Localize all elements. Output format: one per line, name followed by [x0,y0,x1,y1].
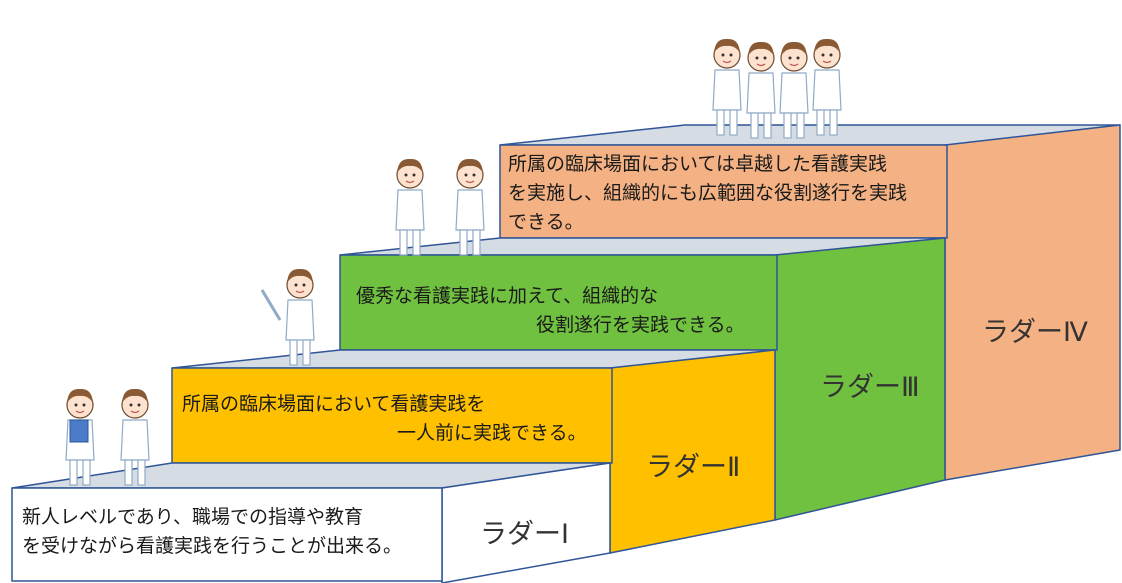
ladder2-description: 所属の臨床場面において看護実践を 一人前に実践できる。 [182,393,587,444]
ladder3-text-band [339,254,778,351]
staircase [11,124,1121,583]
ladder2-label: ラダーⅡ [646,452,741,483]
ladder4-side-block [944,124,1121,481]
ladder2-text-band [171,367,613,464]
ladder4-text-band [499,144,948,239]
nursing-team-icon [712,38,842,139]
ladder1-description: 新人レベルであり、職場での指導や教育 を受けながら看護実践を行うことが出来る。 [22,506,403,557]
nurse-pair-icon [65,388,150,486]
nurse-with-syringe-icon [260,268,315,366]
ladder4-description: 所属の臨床場面においては卓越した看護実践 を実施し、組織的にも広範囲な役割遂行を… [508,153,908,233]
ladder4-label: ラダーⅣ [982,317,1088,348]
ladder1-front-face [11,487,443,582]
ladder1-label: ラダーⅠ [480,519,569,550]
ladder3-description: 優秀な看護実践に加えて、組織的な 役割遂行を実践できる。 [356,285,745,336]
ladder3-label: ラダーⅢ [820,372,920,403]
